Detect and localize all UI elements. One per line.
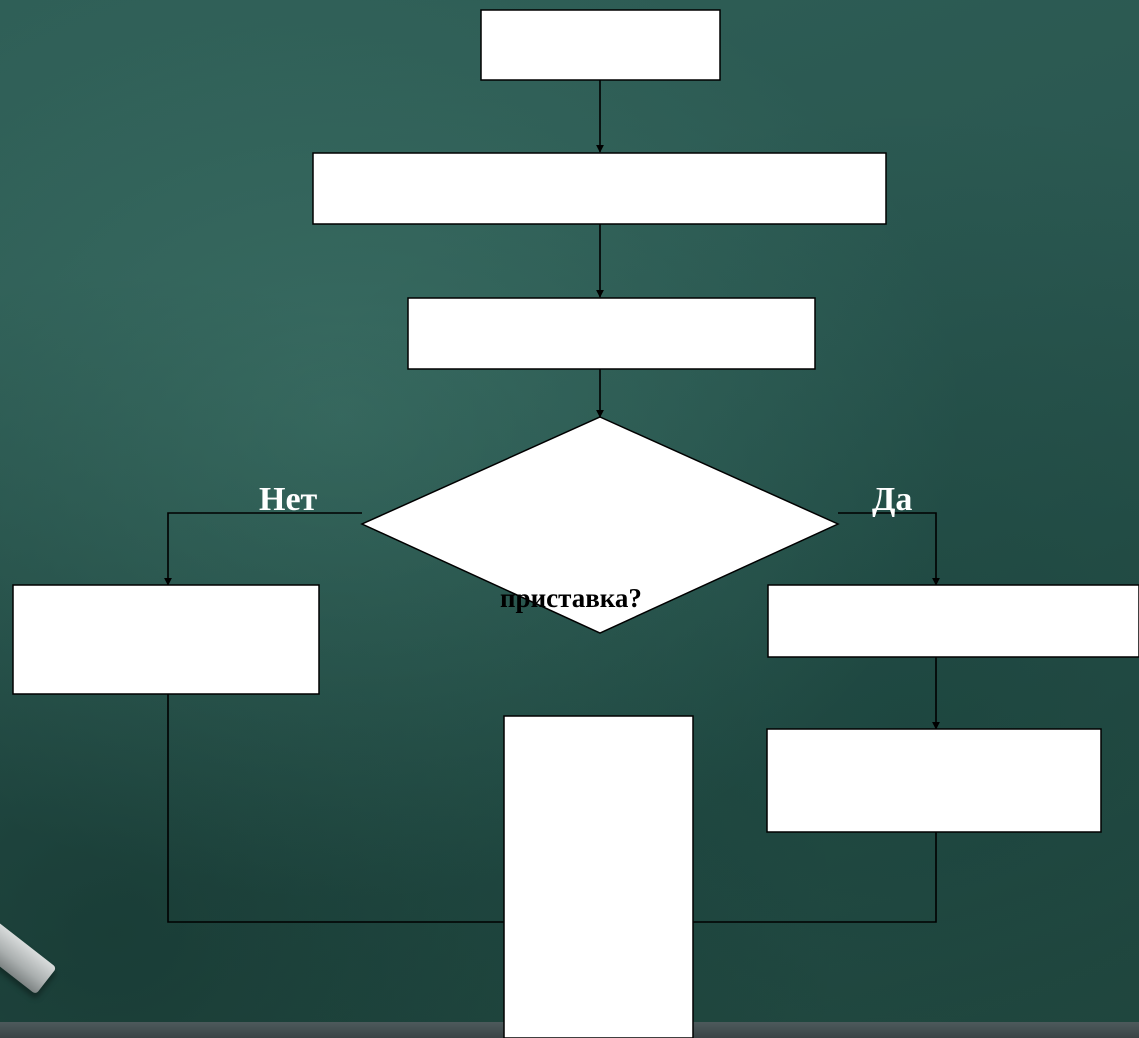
branch-label-no: Нет <box>259 483 317 517</box>
flow-nodes <box>13 10 1139 1038</box>
edge-decision-no <box>168 513 362 585</box>
node-step2 <box>408 298 815 369</box>
node-no-action <box>13 585 319 694</box>
decision-text: приставка? <box>500 585 642 612</box>
node-step1 <box>313 153 886 224</box>
node-end <box>504 716 693 1038</box>
branch-label-yes: Да <box>872 483 912 517</box>
node-yes-action2 <box>767 729 1101 832</box>
edge-decision-yes <box>838 513 936 585</box>
node-start <box>481 10 720 80</box>
node-yes-action1 <box>768 585 1139 657</box>
